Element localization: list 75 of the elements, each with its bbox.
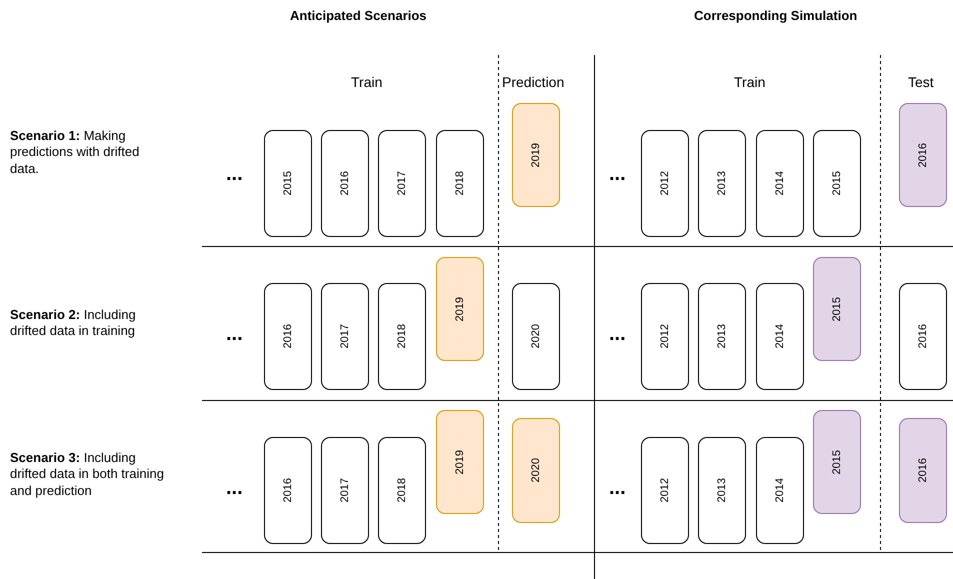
ellipsis: ... bbox=[609, 162, 626, 187]
year-label: 2020 bbox=[530, 324, 542, 349]
year-box bbox=[641, 130, 689, 237]
year-box bbox=[264, 130, 312, 237]
year-box bbox=[264, 437, 312, 544]
column-heading: Test bbox=[908, 74, 934, 92]
ellipsis: ... bbox=[226, 162, 243, 187]
year-box bbox=[756, 283, 804, 390]
year-label: 2013 bbox=[716, 324, 728, 349]
year-box bbox=[641, 283, 689, 390]
year-box bbox=[378, 130, 426, 237]
year-label: 2015 bbox=[831, 171, 843, 196]
year-box bbox=[899, 418, 947, 523]
year-box bbox=[813, 130, 861, 237]
year-box bbox=[321, 130, 369, 237]
year-label: 2015 bbox=[831, 296, 843, 322]
year-box bbox=[899, 283, 947, 390]
year-label: 2015 bbox=[831, 450, 843, 474]
year-box bbox=[436, 130, 484, 237]
scenario-description: Scenario 1: Making predictions with drifted data. bbox=[10, 128, 140, 177]
year-box bbox=[512, 103, 560, 207]
year-label: 2019 bbox=[530, 142, 542, 168]
year-box bbox=[264, 283, 312, 390]
year-label: 2017 bbox=[339, 478, 351, 503]
year-box bbox=[698, 283, 746, 390]
column-heading: Train bbox=[734, 74, 766, 92]
year-label: 2016 bbox=[282, 478, 294, 503]
year-label: 2018 bbox=[396, 324, 408, 349]
year-box bbox=[698, 437, 746, 544]
year-box bbox=[378, 437, 426, 544]
year-box bbox=[756, 437, 804, 544]
section-heading: Anticipated Scenarios bbox=[290, 8, 427, 24]
year-label: 2018 bbox=[396, 478, 408, 503]
year-label: 2016 bbox=[917, 458, 929, 483]
year-box bbox=[756, 130, 804, 237]
year-label: 2017 bbox=[339, 324, 351, 349]
year-label: 2016 bbox=[917, 324, 929, 349]
year-label: 2018 bbox=[454, 171, 466, 196]
year-label: 2013 bbox=[716, 171, 728, 196]
year-label: 2012 bbox=[659, 478, 671, 503]
scenario-description: Scenario 2: Including drifted data in training bbox=[10, 307, 137, 340]
year-label: 2016 bbox=[917, 142, 929, 168]
year-box bbox=[321, 437, 369, 544]
year-box bbox=[698, 130, 746, 237]
ellipsis: ... bbox=[609, 476, 626, 501]
section-heading: Corresponding Simulation bbox=[694, 8, 858, 24]
year-label: 2014 bbox=[774, 324, 786, 349]
year-label: 2019 bbox=[454, 296, 466, 322]
year-box bbox=[899, 103, 947, 207]
year-label: 2019 bbox=[454, 450, 466, 474]
year-box bbox=[813, 257, 861, 361]
year-label: 2016 bbox=[282, 324, 294, 349]
year-box bbox=[321, 283, 369, 390]
year-box bbox=[512, 418, 560, 523]
scenario-description: Scenario 3: Including drifted data in both training and prediction bbox=[10, 450, 165, 499]
column-heading: Prediction bbox=[502, 74, 564, 92]
ellipsis: ... bbox=[226, 476, 243, 501]
year-label: 2015 bbox=[282, 171, 294, 196]
year-box bbox=[436, 257, 484, 361]
year-box bbox=[436, 410, 484, 514]
year-box bbox=[641, 437, 689, 544]
year-label: 2016 bbox=[339, 171, 351, 196]
column-heading: Train bbox=[351, 74, 382, 92]
year-label: 2014 bbox=[774, 478, 786, 503]
year-label: 2020 bbox=[530, 458, 542, 483]
year-label: 2017 bbox=[396, 171, 408, 196]
year-box bbox=[378, 283, 426, 390]
year-label: 2013 bbox=[716, 478, 728, 503]
year-box bbox=[813, 410, 861, 514]
ellipsis: ... bbox=[609, 322, 626, 347]
year-label: 2014 bbox=[774, 171, 786, 196]
year-box bbox=[512, 283, 560, 390]
ellipsis: ... bbox=[226, 322, 243, 347]
year-label: 2012 bbox=[659, 324, 671, 349]
year-label: 2012 bbox=[659, 171, 671, 196]
